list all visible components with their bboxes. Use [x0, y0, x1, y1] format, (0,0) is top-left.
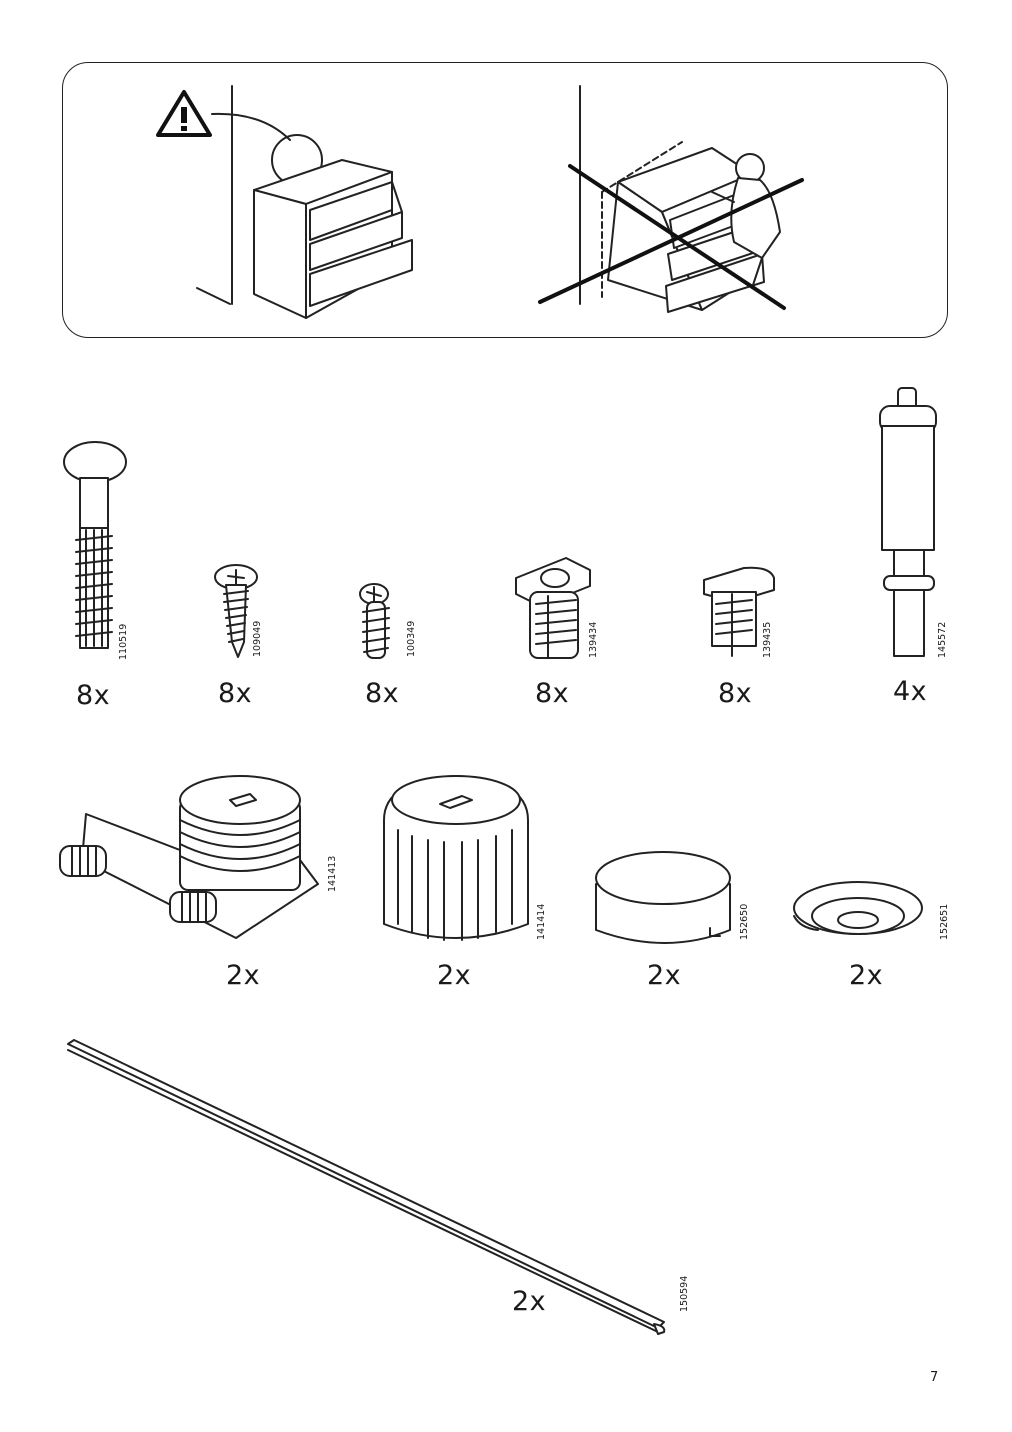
warning-illustrations	[156, 85, 804, 319]
incorrect-scene	[538, 85, 804, 313]
cup-washer-icon	[793, 881, 923, 935]
code-152651: 152651	[939, 903, 950, 940]
qty-152651: 2x	[849, 960, 884, 991]
qty-141413: 2x	[226, 960, 261, 991]
code-145572: 145572	[937, 621, 948, 658]
qty-152650: 2x	[647, 960, 682, 991]
metal-rod-icon	[67, 1039, 666, 1335]
parts-row-1	[63, 387, 937, 659]
leveling-bracket-icon	[59, 775, 319, 939]
code-100349: 100349	[406, 620, 417, 657]
correct-scene	[156, 85, 413, 319]
page-number: 7	[930, 1370, 939, 1385]
qty-141414: 2x	[437, 960, 472, 991]
adjustable-leg-icon	[879, 387, 937, 657]
code-139435: 139435	[762, 621, 773, 658]
code-152650: 152650	[739, 903, 750, 940]
chipboard-screw-icon	[359, 583, 390, 659]
round-cap-icon	[595, 851, 731, 944]
warning-triangle-icon	[156, 90, 212, 137]
cross-line-2	[538, 178, 804, 304]
qty-109049: 8x	[218, 678, 253, 709]
code-141414: 141414	[536, 903, 547, 940]
wedge-dowel-icon	[703, 566, 775, 657]
rod-illustration	[67, 1039, 666, 1335]
qty-139435: 8x	[718, 678, 753, 709]
cam-connector-icon	[515, 557, 591, 659]
parts-row-2	[59, 775, 923, 944]
code-150594: 150594	[679, 1275, 690, 1312]
code-141413: 141413	[327, 855, 338, 892]
screw-icon	[214, 564, 258, 658]
qty-100349: 8x	[365, 678, 400, 709]
qty-139434: 8x	[535, 678, 570, 709]
warning-panel	[62, 62, 948, 338]
plug-fastener-icon	[63, 441, 127, 649]
knob-cap-icon	[383, 775, 529, 941]
qty-145572: 4x	[893, 676, 928, 707]
code-110519: 110519	[118, 623, 129, 660]
code-109049: 109049	[252, 620, 263, 657]
qty-110519: 8x	[76, 680, 111, 711]
qty-150594: 2x	[512, 1286, 547, 1317]
code-139434: 139434	[588, 621, 599, 658]
